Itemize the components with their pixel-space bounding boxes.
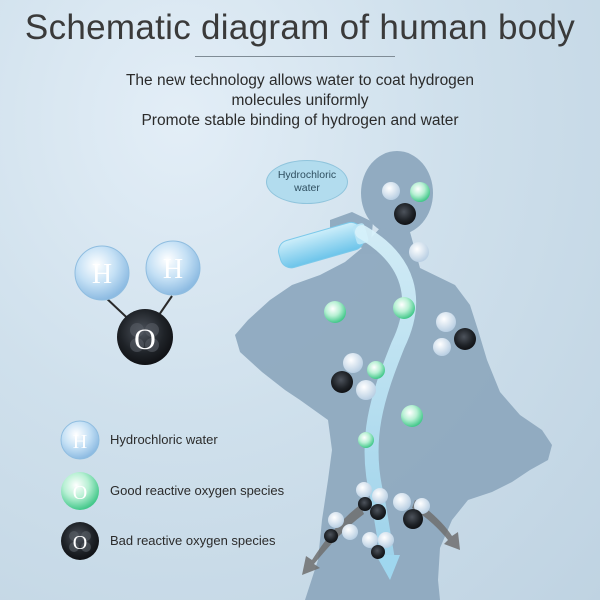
page-title: Schematic diagram of human body [24, 8, 576, 47]
speech-bubble-line-1: Hydrochloric [277, 169, 337, 181]
body-particles [324, 182, 476, 559]
bad-oxygen-icon: O [61, 522, 99, 560]
molecule-o-letter: O [134, 323, 156, 356]
good-oxygen-particles [324, 182, 430, 448]
legend-good-o-letter: O [73, 482, 87, 504]
legend-label-good-oxygen: Good reactive oxygen species [110, 483, 285, 498]
bad-oxygen-particles [324, 203, 476, 559]
subtitle-line-3: Promote stable binding of hydrogen and w… [141, 112, 459, 129]
legend-label-hydrochloric-water: Hydrochloric water [110, 432, 218, 447]
legend-label-bad-oxygen: Bad reactive oxygen species [110, 533, 276, 548]
hydrogen-atom-icon: H [60, 420, 100, 460]
molecule-h1-letter: H [92, 259, 112, 290]
speech-bubble: Hydrochloric water [266, 160, 348, 204]
subtitle-line-2: molecules uniformly [231, 92, 369, 109]
water-flow-arrow [355, 225, 417, 580]
hydrogen-particles [328, 182, 456, 548]
water-molecule: H H O [74, 240, 201, 365]
title-underline [195, 56, 395, 57]
molecule-h2-letter: H [163, 254, 183, 285]
legend-h-letter: H [73, 431, 87, 453]
speech-bubble-line-2: water [294, 182, 320, 194]
legend-icons: H O O [60, 420, 100, 560]
legend-bad-o-letter: O [73, 532, 87, 554]
subtitle-line-1: The new technology allows water to coat … [125, 72, 475, 89]
good-oxygen-icon: O [61, 472, 99, 510]
